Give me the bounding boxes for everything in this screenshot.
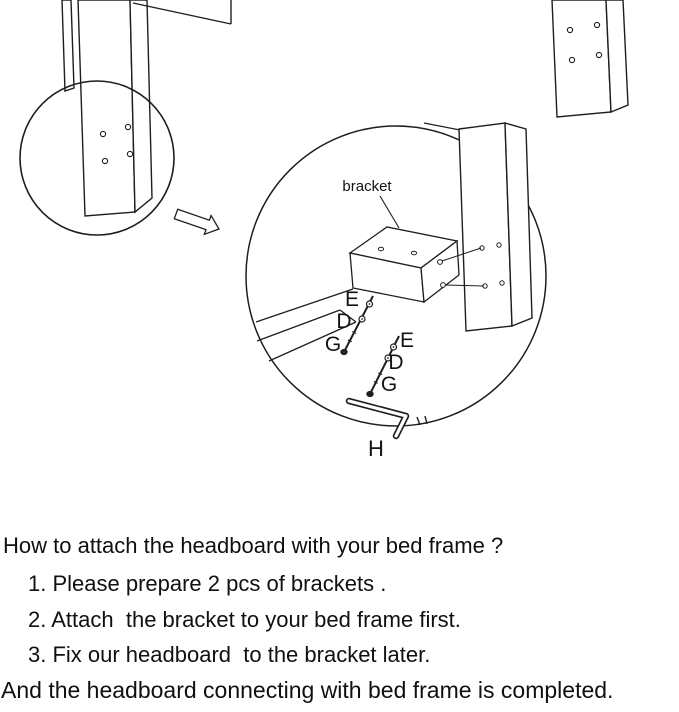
bracket-right-face: [420, 239, 460, 304]
part-label-g1: G: [325, 333, 341, 356]
rail-end: [339, 309, 357, 323]
bracket-flange-hole: [410, 250, 418, 256]
hole: [496, 242, 502, 248]
washer-center: [392, 346, 395, 348]
leg-side-face: [605, 0, 629, 114]
hole: [593, 21, 601, 29]
part-label-e1: E: [345, 288, 359, 311]
leader-line: [441, 247, 482, 262]
bracket-hole: [440, 282, 446, 288]
leg-front-face: [77, 0, 136, 217]
hole: [124, 123, 132, 131]
leg-side-face: [129, 0, 153, 214]
leg-holes: [566, 21, 603, 64]
instructions-footer: And the headboard connecting with bed fr…: [1, 677, 614, 703]
part-label-e2: E: [400, 329, 414, 352]
thread-tick: [347, 339, 353, 343]
hole: [566, 26, 574, 34]
instruction-step-2: 2. Attach the bracket to your bed frame …: [28, 607, 461, 632]
post-side-face: [504, 122, 533, 328]
washer-center: [368, 303, 371, 305]
headboard-leg-left: [61, 0, 232, 217]
hole: [499, 280, 505, 286]
rail-line: [256, 309, 341, 342]
hole: [568, 56, 576, 64]
thread-tick: [351, 330, 357, 334]
bracket-flange-hole: [377, 246, 385, 252]
hole: [99, 130, 107, 138]
detail-circle-small: [19, 80, 175, 236]
washer-center: [361, 318, 363, 320]
bracket-label: bracket: [342, 178, 392, 195]
thread-tick: [373, 381, 379, 384]
allen-key: [345, 397, 410, 440]
bracket-hole: [437, 259, 443, 265]
washer-center: [387, 357, 389, 359]
panel-edge: [61, 0, 75, 92]
motion-marks: [416, 415, 428, 426]
hole: [595, 51, 603, 59]
leg-front-face: [551, 0, 612, 118]
rail-line: [255, 288, 354, 323]
rail-bottom-edge: [132, 2, 232, 25]
rail-line: [268, 321, 357, 362]
instructions-heading: How to attach the headboard with your be…: [3, 533, 504, 558]
assembly-diagram: bracket E D G E D G H: [19, 0, 629, 461]
bracket: [348, 226, 460, 304]
leader-line: [444, 284, 485, 287]
part-label-g2: G: [381, 373, 397, 396]
bolt-set-2: [366, 335, 400, 398]
bracket-leader-line: [379, 195, 400, 229]
allen-key-fill: [347, 399, 408, 438]
post-front-face: [458, 122, 513, 332]
part-label-d2: D: [388, 351, 403, 374]
leg-holes: [99, 123, 134, 165]
headboard-leg-right: [551, 0, 629, 118]
motion-tick: [416, 416, 421, 426]
instruction-step-1: 1. Please prepare 2 pcs of brackets .: [28, 571, 387, 596]
part-label-d1: D: [336, 310, 351, 333]
zoom-arrow-icon: [173, 208, 220, 236]
alignment-leader-lines: [441, 247, 485, 287]
bed-rail: [255, 288, 357, 362]
hole: [126, 150, 134, 158]
bolt-head: [366, 390, 374, 398]
bolt-head: [340, 348, 348, 356]
part-label-h: H: [368, 436, 384, 461]
thread-tick: [377, 372, 383, 376]
rail-edge: [423, 122, 461, 131]
bed-post-detail: [423, 122, 533, 332]
bolt-set-1: [340, 295, 374, 356]
hole: [101, 157, 109, 165]
instructions-block: How to attach the headboard with your be…: [0, 531, 679, 712]
instruction-step-3: 3. Fix our headboard to the bracket late…: [28, 642, 431, 667]
motion-tick: [424, 415, 428, 425]
